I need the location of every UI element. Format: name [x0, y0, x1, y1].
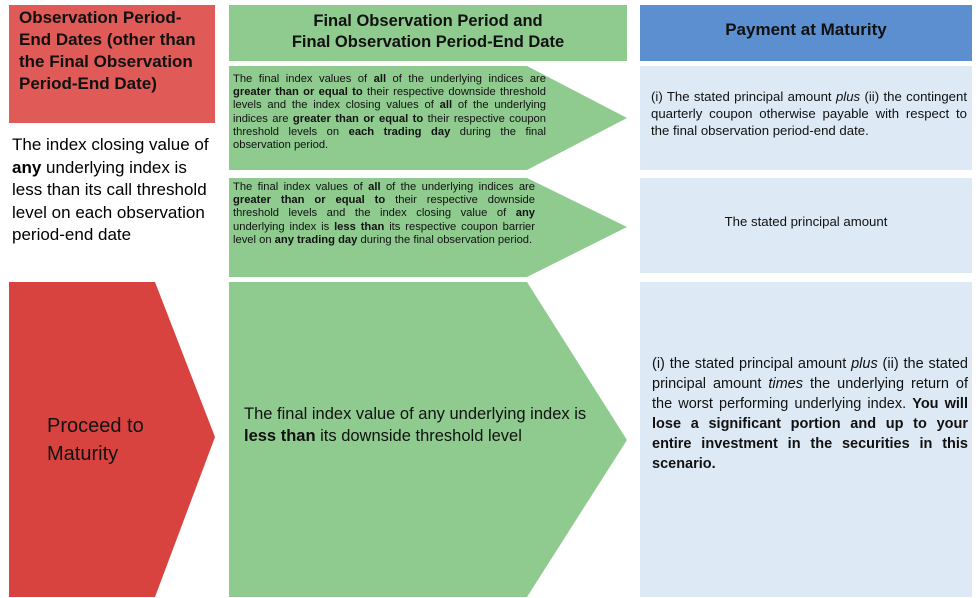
- scenario-text-part: their respective coupon threshold levels…: [233, 112, 546, 138]
- payment-header: Payment at Maturity: [640, 5, 972, 61]
- payment-box-2: The stated principal amount: [640, 178, 972, 273]
- scenario-text-part: all: [373, 73, 387, 85]
- scenario-3-text: The final index value of any underlying …: [244, 403, 594, 447]
- scenario-3-arrow: [229, 282, 627, 597]
- condition-text-end: underlying index is less than its call t…: [12, 157, 207, 245]
- scenario-text-part: of the underlying indices are: [233, 99, 546, 125]
- scenario-text-part: its downside threshold level: [315, 427, 522, 445]
- scenario-1-text: The final index values of all of the und…: [233, 73, 546, 152]
- scenario-2-text: The final index values of all of the und…: [233, 181, 535, 247]
- scenario-text-part: underlying index is: [233, 220, 335, 233]
- payment-1-text: (i) The stated principal amount plus (ii…: [651, 88, 967, 139]
- payment-text-part: (i) the stated principal amount: [652, 356, 852, 372]
- condition-bold: any: [12, 157, 42, 177]
- scenario-text-part: any trading day: [274, 233, 358, 246]
- scenario-text-part: their respective downside threshold leve…: [233, 194, 535, 220]
- payment-text-part: plus: [851, 356, 878, 372]
- payment-text-part: the underlying return of the worst perfo…: [652, 376, 968, 412]
- payment-text-part: times: [768, 376, 803, 392]
- header-line-1: Final Observation Period and: [313, 12, 543, 30]
- early-condition-text: The index closing value of any underlyin…: [12, 134, 217, 247]
- scenario-text-part: all: [368, 181, 381, 193]
- payment-3-text: (i) the stated principal amount plus (ii…: [652, 354, 968, 474]
- header-line-2: Final Observation Period-End Date: [291, 33, 565, 51]
- payment-text-part: plus: [835, 89, 861, 104]
- scenario-text-part: less than: [334, 220, 385, 233]
- scenario-text-part: of the underlying indices are: [386, 73, 546, 85]
- scenario-text-part: during the final observation period.: [357, 233, 533, 246]
- proceed-arrow: [9, 282, 215, 597]
- scenario-text-part: of the underlying indices are: [380, 181, 535, 193]
- payment-box-1: (i) The stated principal amount plus (ii…: [640, 66, 972, 170]
- scenario-text-part: each trading day: [348, 125, 451, 138]
- scenario-text-part: The final index values of: [233, 73, 374, 85]
- scenario-text-part: The final index value of any underlying …: [244, 405, 587, 423]
- payment-text-part: (ii) the stated principal amount: [652, 356, 968, 392]
- scenario-text-part: all: [439, 99, 453, 112]
- observation-dates-header: Observation Period-End Dates (other than…: [9, 5, 215, 123]
- scenario-text-part: The final index values of: [233, 181, 369, 193]
- scenario-text-part: any: [515, 207, 535, 220]
- scenario-1-arrow: [229, 66, 627, 170]
- payment-text-part: (i) The stated principal amount: [651, 89, 836, 104]
- payment-text-part: You will lose a significant portion and …: [652, 396, 968, 472]
- condition-text: The index closing value of: [12, 135, 209, 154]
- scenario-text-part: during the final observation period.: [233, 125, 546, 152]
- proceed-to-maturity-label: Proceed to Maturity: [47, 415, 144, 465]
- payment-text-part: (ii) the contingent quarterly coupon oth…: [651, 89, 967, 138]
- scenario-text-part: greater than or equal to: [233, 86, 363, 99]
- payment-box-3: (i) the stated principal amount plus (ii…: [640, 282, 972, 597]
- scenario-text-part: greater than or equal to: [233, 194, 386, 207]
- scenario-text-part: less than: [244, 427, 316, 445]
- scenario-2-arrow: [229, 178, 627, 277]
- payment-2-text: The stated principal amount: [640, 178, 972, 266]
- payment-text-part: The stated principal amount: [724, 214, 888, 229]
- scenario-text-part: greater than or equal to: [292, 112, 424, 125]
- scenario-text-part: their respective downside threshold leve…: [233, 86, 546, 112]
- scenario-text-part: its respective coupon barrier level on: [233, 220, 536, 246]
